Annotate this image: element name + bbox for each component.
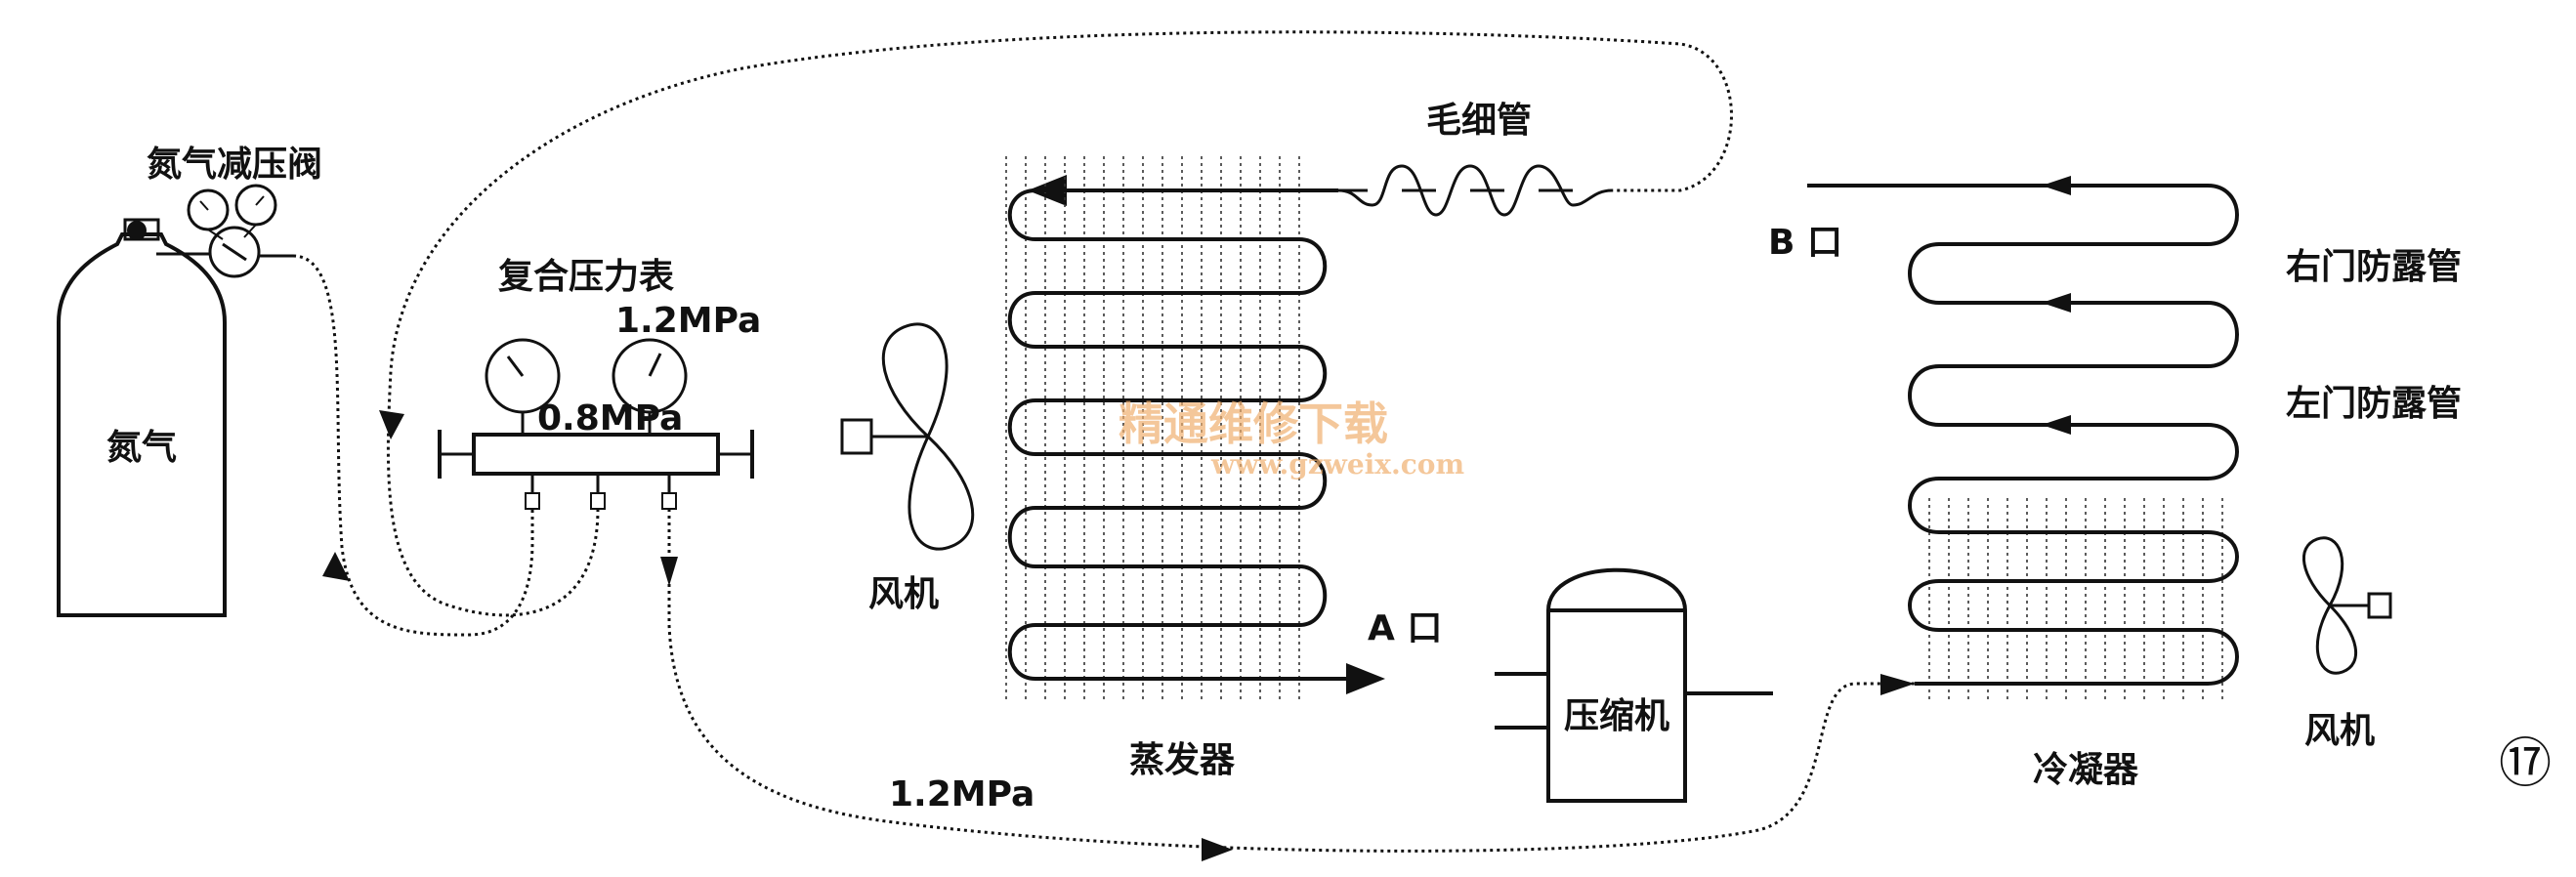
- fan-left: 风机: [840, 322, 975, 614]
- flow-arrow-regulator: [322, 552, 350, 581]
- capillary-label: 毛细管: [1426, 101, 1532, 141]
- watermark-line1: 精通维修下载: [1119, 397, 1388, 450]
- line-pressure-label: 1.2MPa: [889, 774, 1035, 814]
- watermark-line2: www.gzweix.com: [1210, 448, 1464, 480]
- hose-manifold-to-condenser: [667, 509, 1915, 853]
- fan-right: 风机: [2302, 536, 2392, 751]
- fan-left-label: 风机: [868, 574, 939, 614]
- flow-arrow-right-door: [2042, 293, 2071, 313]
- watermark: 精通维修下载 www.gzweix.com: [1119, 397, 1464, 480]
- condenser-fins: [1928, 498, 2223, 703]
- gauge-left-pressure: 0.8MPa: [537, 398, 683, 438]
- evaporator-label: 蒸发器: [1129, 740, 1236, 780]
- hose-manifold-to-capillary: [386, 30, 1733, 617]
- flow-arrow-return: [379, 410, 404, 439]
- compound-gauge-label: 复合压力表: [498, 257, 674, 297]
- condenser-label: 冷凝器: [2033, 750, 2139, 790]
- nitrogen-regulator: 氮气减压阀: [147, 145, 322, 278]
- flow-arrow-down: [660, 557, 678, 586]
- flow-arrow-left-door: [2042, 415, 2071, 435]
- compressor: 压缩机: [1495, 567, 1773, 803]
- evaporator-fins: [1005, 156, 1300, 703]
- fan-right-label: 风机: [2304, 711, 2375, 751]
- evaporator: 蒸发器 A 口: [1005, 156, 1442, 780]
- nitrogen-tank: 氮气: [57, 218, 227, 617]
- nitrogen-tank-label: 氮气: [106, 428, 177, 468]
- flow-arrow-condenser-top: [2042, 176, 2071, 195]
- compound-gauge-manifold: 复合压力表 1.2MPa 0.8MPa: [438, 257, 761, 510]
- port-a-label: A 口: [1368, 608, 1442, 648]
- right-door-pipe-label: 右门防露管: [2286, 247, 2462, 287]
- port-b-label: B 口: [1768, 223, 1842, 263]
- flow-arrow-bottom: [1202, 838, 1233, 861]
- condenser: B 口 右门防露管 左门防露管 冷凝器: [1768, 176, 2462, 790]
- gauge-right-pressure: 1.2MPa: [615, 301, 761, 341]
- hose-regulator-to-manifold: [292, 254, 534, 637]
- left-door-pipe-label: 左门防露管: [2286, 384, 2462, 424]
- figure-number: ⑰: [2499, 732, 2552, 794]
- flow-arrow-condenser-in: [1880, 674, 1915, 695]
- nitrogen-regulator-label: 氮气减压阀: [147, 145, 322, 185]
- compressor-label: 压缩机: [1564, 696, 1669, 736]
- capillary-coil: 毛细管: [1028, 101, 1613, 217]
